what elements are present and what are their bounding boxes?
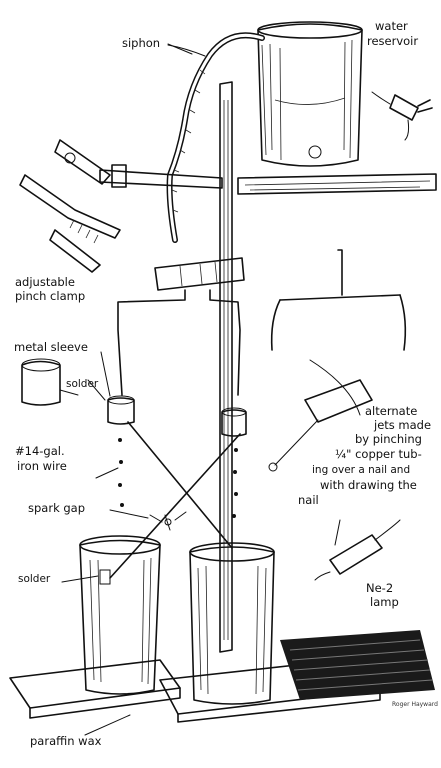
label-alt-jets-line2: jets made bbox=[373, 418, 431, 432]
label-water-reservoir-line1: water bbox=[375, 19, 408, 33]
label-alt-jets-line4: ¼" copper tub- bbox=[335, 447, 422, 461]
label-adjustable: adjustable bbox=[15, 275, 75, 289]
electrical-plug bbox=[371, 91, 433, 141]
label-spark-gap: spark gap bbox=[28, 501, 85, 515]
label-alt-jets-line5: ing over a nail and bbox=[312, 464, 410, 476]
alternate-jets-manifold bbox=[270, 249, 407, 351]
label-solder-top: solder bbox=[66, 378, 99, 390]
label-metal-sleeve: metal sleeve bbox=[14, 340, 88, 354]
stand-post bbox=[219, 81, 233, 653]
water-drops bbox=[118, 438, 238, 518]
label-water-reservoir-line2: reservoir bbox=[367, 34, 418, 48]
jet-manifold bbox=[117, 289, 241, 396]
metal-sleeve-left bbox=[107, 395, 135, 425]
label-iron-wire-line1: #14-gal. bbox=[15, 444, 65, 458]
label-paraffin-wax: paraffin wax bbox=[30, 734, 102, 748]
siphon-tube bbox=[166, 32, 265, 243]
wooden-block bbox=[280, 630, 435, 700]
signature: Roger Hayward bbox=[392, 701, 438, 708]
pinch-clamp bbox=[19, 139, 121, 273]
ne2-lamp bbox=[314, 519, 401, 581]
label-siphon: siphon bbox=[122, 36, 160, 50]
leader-lines bbox=[61, 43, 361, 736]
copper-tubing-detail bbox=[268, 379, 373, 472]
label-alt-jets-line1: alternate bbox=[365, 404, 417, 418]
water-reservoir bbox=[257, 21, 363, 167]
label-alt-jets-line6: with drawing the bbox=[320, 478, 417, 492]
sleeve-detail bbox=[21, 358, 79, 406]
label-ne2-line1: Ne-2 bbox=[366, 581, 393, 595]
labels: siphon water reservoir adjustable pinch … bbox=[14, 19, 438, 748]
reservoir-shelf bbox=[237, 173, 437, 195]
label-pinch-clamp: pinch clamp bbox=[15, 289, 85, 303]
label-iron-wire-line2: iron wire bbox=[17, 459, 67, 473]
upper-clamp-block bbox=[154, 257, 245, 291]
right-collector-cup bbox=[189, 542, 275, 705]
clamp-arm bbox=[99, 164, 223, 189]
label-ne2-line2: lamp bbox=[370, 595, 399, 609]
label-alt-jets-line7: nail bbox=[298, 493, 319, 507]
spark-gap bbox=[149, 511, 187, 531]
left-collector-cup bbox=[79, 535, 161, 695]
label-alt-jets-line3: by pinching bbox=[355, 432, 422, 446]
metal-sleeve-right bbox=[221, 407, 247, 437]
label-solder-bottom: solder bbox=[18, 573, 51, 585]
